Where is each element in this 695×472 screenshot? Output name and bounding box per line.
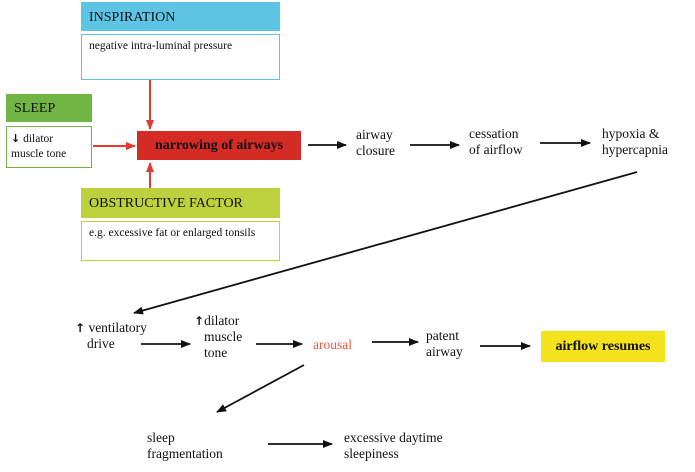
patent-airway-text: patent airway: [426, 328, 463, 360]
airway-closure-text: airway closure: [356, 127, 395, 159]
sleep-detail-box: ↓ dilator muscle tone: [6, 126, 92, 168]
airway-closure-line2: closure: [356, 143, 395, 158]
sleepiness-line1: excessive daytime: [344, 430, 443, 445]
obstructive-title: OBSTRUCTIVE FACTOR: [89, 196, 243, 211]
up-arrow-icon: ↑: [194, 314, 205, 328]
up-arrow-icon: ↑: [75, 321, 86, 335]
patent-line1: patent: [426, 328, 459, 343]
cessation-text: cessation of airflow: [469, 126, 523, 158]
arousal-label: arousal: [313, 337, 352, 352]
sleep-detail-line1: dilator: [23, 133, 54, 145]
narrowing-label: narrowing of airways: [154, 137, 284, 153]
ventilatory-line2: drive: [87, 336, 115, 351]
fragmentation-line2: fragmentation: [147, 446, 223, 461]
cessation-line1: cessation: [469, 126, 519, 141]
dilator-tone-line1: dilator: [204, 313, 240, 328]
patent-line2: airway: [426, 344, 463, 359]
sleep-detail-line2: muscle tone: [11, 148, 67, 160]
sleepiness-line2: sleepiness: [344, 446, 399, 461]
fragmentation-text: sleep fragmentation: [147, 430, 223, 462]
ventilatory-drive-text: ↑ ventilatory drive: [75, 320, 147, 352]
arousal-text: arousal: [313, 337, 352, 353]
cessation-line2: of airflow: [469, 142, 523, 157]
inspiration-title: INSPIRATION: [89, 10, 176, 25]
dilator-tone-text: ↑dilator muscle tone: [194, 313, 242, 361]
inspiration-header: INSPIRATION: [81, 2, 280, 31]
airway-closure-line1: airway: [356, 127, 393, 142]
narrowing-box: narrowing of airways: [137, 131, 301, 160]
ventilatory-line1: ventilatory: [88, 320, 147, 335]
arrow-hypoxia-to-ventilatory: [133, 171, 638, 315]
down-arrow-icon: ↓: [11, 132, 21, 145]
hypoxia-line2: hypercapnia: [602, 142, 668, 157]
fragmentation-line1: sleep: [147, 430, 175, 445]
airflow-resumes-box: airflow resumes: [541, 331, 665, 362]
obstructive-detail: e.g. excessive fat or enlarged tonsils: [89, 227, 256, 239]
hypoxia-line1: hypoxia &: [602, 126, 660, 141]
dilator-tone-line2: muscle: [204, 329, 243, 344]
inspiration-detail-box: negative intra-luminal pressure: [81, 34, 280, 80]
hypoxia-text: hypoxia & hypercapnia: [602, 126, 668, 158]
obstructive-detail-box: e.g. excessive fat or enlarged tonsils: [81, 221, 280, 261]
obstructive-header: OBSTRUCTIVE FACTOR: [81, 188, 280, 218]
sleep-title: SLEEP: [14, 101, 56, 116]
dilator-tone-line3: tone: [204, 345, 228, 360]
sleep-header: SLEEP: [6, 94, 92, 122]
arrow-arousal-to-fragmentation: [216, 364, 305, 413]
airflow-resumes-label: airflow resumes: [555, 338, 651, 354]
inspiration-detail: negative intra-luminal pressure: [89, 40, 233, 52]
sleepiness-text: excessive daytime sleepiness: [344, 430, 443, 462]
